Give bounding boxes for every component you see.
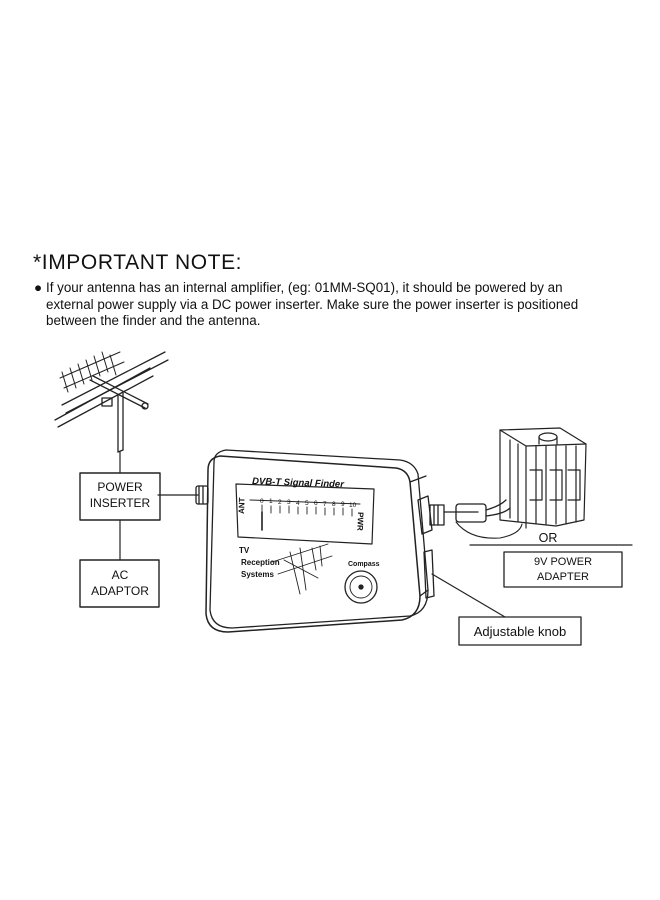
pwr-label: PWR	[355, 512, 365, 531]
power-adapter-label-1: 9V POWER	[534, 556, 592, 568]
scale-8: 8	[332, 501, 336, 508]
scale-7: 7	[323, 501, 327, 508]
battery-pack-icon	[499, 427, 587, 529]
tv-reception-logo-icon	[271, 543, 333, 595]
scale-5: 5	[305, 500, 309, 507]
signal-finder-device	[195, 449, 445, 633]
compass-dial	[344, 570, 378, 604]
important-note-heading: *IMPORTANT NOTE:	[33, 251, 243, 274]
ac-adaptor-label-2: ADAPTOR	[91, 584, 149, 598]
power-adapter-label-2: ADAPTER	[537, 571, 589, 583]
note-line-2: external power supply via a DC power ins…	[46, 296, 579, 312]
adjustable-knob-label: Adjustable knob	[474, 624, 567, 639]
scale-6: 6	[314, 500, 318, 507]
scale-4: 4	[296, 500, 300, 507]
scale-2: 2	[278, 499, 282, 506]
antenna-icon	[54, 351, 169, 453]
compass-label: Compass	[348, 561, 380, 568]
scale-3: 3	[287, 499, 291, 506]
power-inserter-box	[79, 472, 161, 521]
logo-line-2: Reception	[241, 558, 280, 567]
adjustable-knob-box	[458, 616, 582, 646]
scale-9: 9	[341, 501, 345, 508]
scale-1: 1	[269, 498, 273, 505]
note-line-3: between the finder and the antenna.	[46, 313, 261, 328]
ant-label: ANT	[237, 497, 247, 514]
power-inserter-label-1: POWER	[97, 480, 143, 494]
power-inserter-label-2: INSERTER	[90, 496, 151, 510]
note-line-1: If your antenna has an internal amplifie…	[46, 280, 563, 295]
power-adapter-box	[503, 551, 623, 588]
bullet-icon: ●	[34, 280, 43, 295]
logo-line-3: Systems	[241, 570, 274, 579]
logo-line-1: TV	[239, 546, 250, 555]
or-label: OR	[539, 531, 558, 545]
scale-10: 10	[349, 502, 357, 509]
important-note-text: ● If your antenna has an internal amplif…	[34, 280, 624, 330]
ac-adaptor-box	[79, 559, 160, 608]
ac-adaptor-label-1: AC	[112, 568, 129, 582]
device-name: DVB-T Signal Finder	[252, 476, 345, 490]
scale-0: 0	[260, 498, 264, 505]
meter-scale: 0 1 2 3 4 5 6 7 8 9 10	[260, 498, 357, 509]
